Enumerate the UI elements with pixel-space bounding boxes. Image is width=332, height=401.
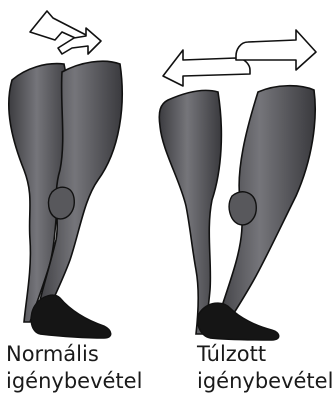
right-leg-left (159, 90, 221, 334)
excess-load-caption-line2: igénybevétel (197, 368, 332, 395)
normal-load-illustration (9, 11, 122, 338)
excess-load-illustration (159, 30, 316, 340)
excess-load-caption: Túlzott igénybevétel (197, 341, 332, 395)
normal-load-caption: Normális igénybevétel (6, 341, 142, 395)
left-leg-knee (49, 187, 75, 219)
right-foot (198, 303, 279, 340)
normal-load-caption-line1: Normális (6, 341, 142, 368)
excess-load-caption-line1: Túlzott (197, 341, 332, 368)
double-headed-arrow-icon (163, 30, 316, 86)
right-leg-knee (229, 192, 256, 225)
curved-rotation-arrow-icon (30, 11, 101, 54)
normal-load-caption-line2: igénybevétel (6, 368, 142, 395)
left-foot (31, 295, 111, 338)
